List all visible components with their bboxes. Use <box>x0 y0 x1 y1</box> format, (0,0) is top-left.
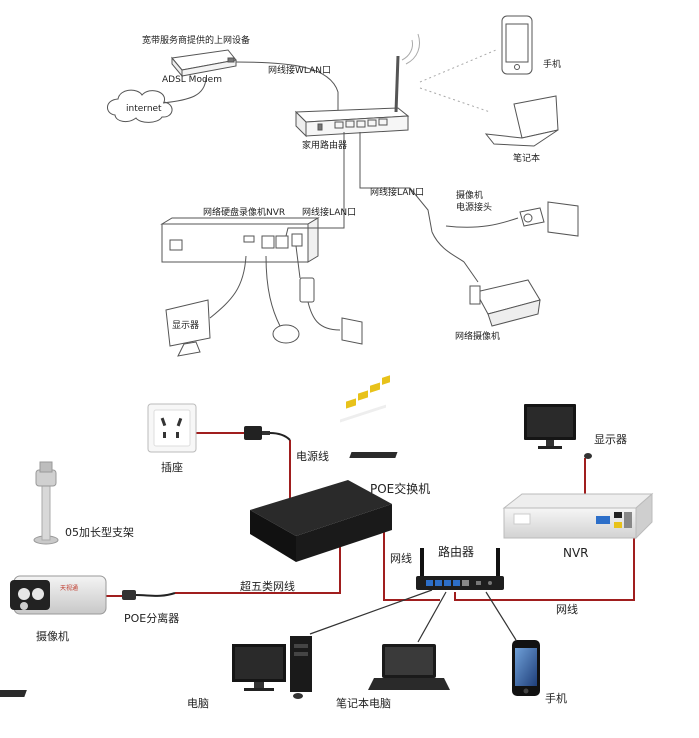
poe-switch-label: POE交换机 <box>370 482 431 496</box>
home-router <box>294 33 420 138</box>
poe-switch <box>250 375 392 562</box>
camera-power-label: 摄像机 电源接头 <box>456 191 493 213</box>
mouse-outline <box>272 324 300 344</box>
camera-cable <box>431 231 479 283</box>
laptop-outline <box>484 95 559 147</box>
bracket-label: 05加长型支架 <box>65 526 134 539</box>
home-router-label: 家用路由器 <box>302 141 348 151</box>
modem-cloud-wire <box>162 77 207 104</box>
router-phone-wire <box>485 591 517 641</box>
lan-port-label-2: 网线接LAN口 <box>370 188 425 198</box>
router-pc-wire <box>309 589 433 635</box>
pc-label: 电脑 <box>187 697 209 710</box>
power-cord <box>244 426 291 441</box>
ip-camera-outline <box>469 279 541 327</box>
laptop <box>368 644 450 690</box>
cat5e-cable-label: 超五类网线 <box>240 580 295 593</box>
router-label: 路由器 <box>438 545 475 559</box>
internet-label: internet <box>126 104 162 114</box>
switch-camera-wire <box>175 545 341 594</box>
switch-router-wire <box>383 523 440 601</box>
nvr-monitor-wire <box>209 255 247 319</box>
nvr-box-outline <box>160 217 320 263</box>
phone-outline <box>501 15 533 75</box>
socket-label: 插座 <box>161 461 183 474</box>
router-laptop-wire <box>417 591 447 643</box>
wifi-to-laptop <box>419 87 491 113</box>
wifi-to-phone <box>419 49 497 83</box>
wall-socket-outline <box>519 201 579 237</box>
bottom-wires <box>102 432 635 643</box>
smartphone <box>512 640 540 696</box>
monitor-label: 显示器 <box>594 433 627 446</box>
power-cord-label: 电源线 <box>296 450 329 463</box>
wlan-port-label: 网线接WLAN口 <box>268 66 332 76</box>
lan-port-label-1: 网线接LAN口 <box>302 208 357 218</box>
poe-splitter <box>122 590 176 600</box>
cable-label-1: 网线 <box>390 552 412 565</box>
laptop-label: 笔记本电脑 <box>336 697 391 710</box>
router <box>416 548 504 590</box>
nvr-label: 网络硬盘录像机NVR <box>203 208 286 218</box>
monitor-outline <box>165 299 211 357</box>
nvr <box>502 492 654 540</box>
cable-label-2: 网线 <box>556 603 578 616</box>
phone-label: 手机 <box>545 692 567 705</box>
adsl-modem <box>171 49 237 78</box>
adsl-modem-label: ADSL Modem <box>162 75 222 85</box>
monitor <box>349 404 592 459</box>
bullet-camera <box>10 575 107 615</box>
internet-cloud <box>107 89 173 123</box>
desktop-pc <box>0 636 312 699</box>
isp-device-label: 宽带服务商提供的上网设备 <box>142 36 251 46</box>
nvr-power-adapter <box>299 277 315 303</box>
modem-router-wire <box>235 61 339 110</box>
top-phone-label: 手机 <box>543 60 562 70</box>
wall-socket <box>147 403 197 453</box>
nvr-mouse-wire <box>265 255 281 327</box>
poe-splitter-label: POE分离器 <box>124 612 180 625</box>
camera-bracket <box>33 461 59 545</box>
router-camera-wire <box>359 132 433 233</box>
router-nvr-wire <box>454 530 635 601</box>
camera-label: 摄像机 <box>36 630 69 643</box>
nvr-device-label: NVR <box>563 546 589 560</box>
router-nvr-wire <box>285 132 345 237</box>
camera-power-wire <box>445 217 519 228</box>
ip-camera-label: 网络摄像机 <box>455 332 501 342</box>
top-diagram <box>107 15 579 357</box>
nvr-wall-socket <box>341 317 363 345</box>
camera-brand-text: 天视通 <box>60 585 79 592</box>
top-monitor-label: 显示器 <box>172 321 200 331</box>
top-laptop-label: 笔记本 <box>513 154 541 164</box>
